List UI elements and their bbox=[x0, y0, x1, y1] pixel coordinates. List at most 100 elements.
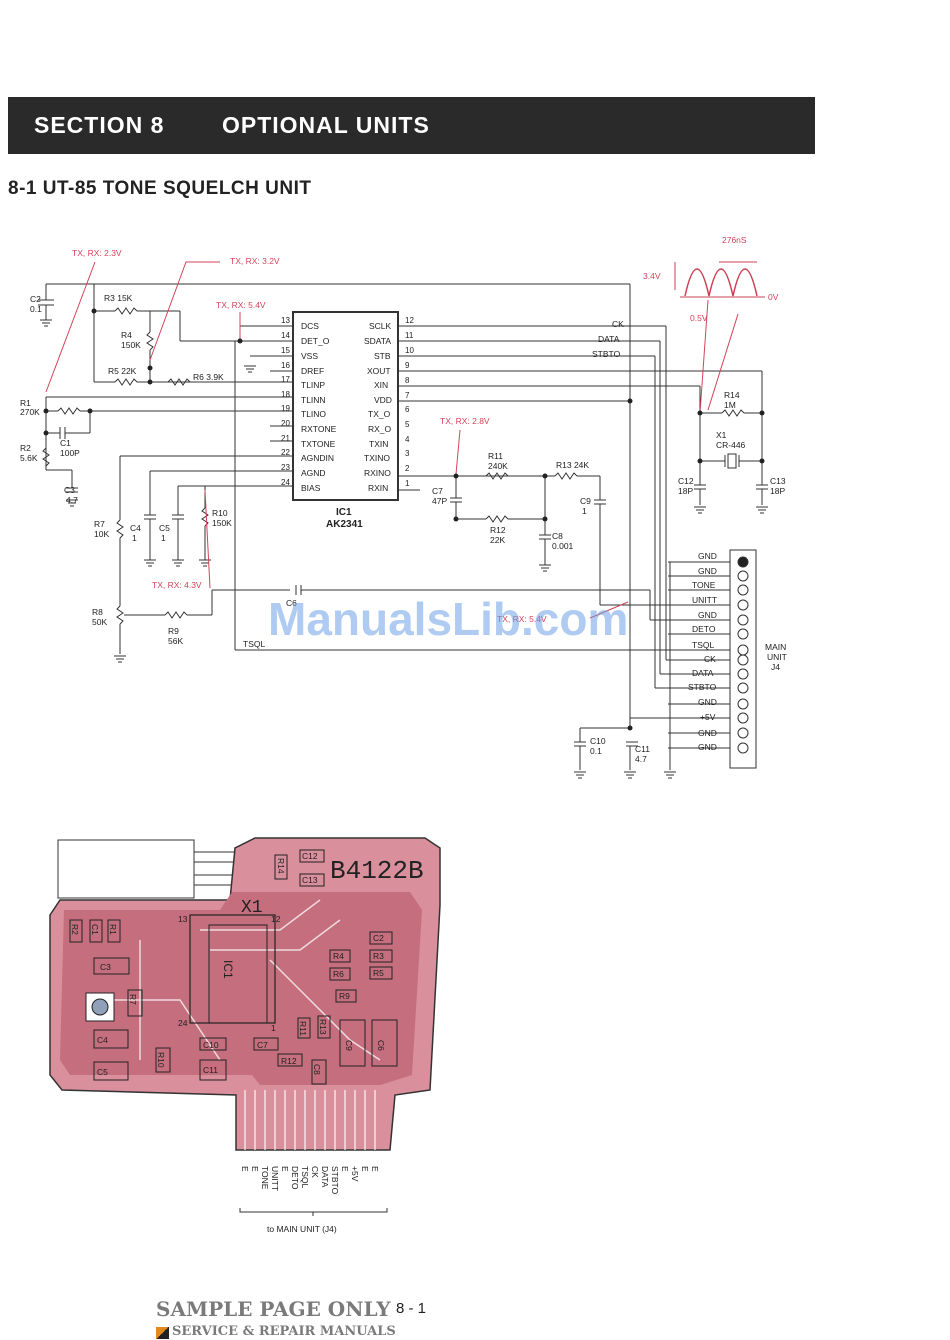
pcb-part-label: C11 bbox=[203, 1065, 218, 1075]
ic-pin-number: 11 bbox=[405, 331, 414, 340]
component-label: 0.1 bbox=[590, 746, 602, 756]
pcb-part-label: C12 bbox=[302, 851, 318, 861]
pcb-part-label: C8 bbox=[312, 1064, 322, 1075]
component-label: 47P bbox=[432, 496, 447, 506]
component-label: X1 bbox=[716, 430, 727, 440]
service-logo-icon bbox=[156, 1327, 169, 1339]
component-label: C5 bbox=[159, 523, 170, 533]
ic-pin-name: TXINO bbox=[364, 453, 390, 463]
component-label: 0.001 bbox=[552, 541, 574, 551]
component-label: 4.7 bbox=[635, 754, 647, 764]
voltage-note: TX, RX: 2.8V bbox=[440, 416, 490, 426]
component-label: R14 bbox=[724, 390, 740, 400]
component-label: 1 bbox=[132, 533, 137, 543]
pcb-part-label: C13 bbox=[302, 875, 318, 885]
component-label: R1 bbox=[20, 398, 31, 408]
pcb-edge-pin: UNITT bbox=[270, 1166, 280, 1191]
pcb-part-label: R3 bbox=[373, 951, 384, 961]
pcb-part-label: R2 bbox=[70, 924, 80, 935]
ic-pin-name: VSS bbox=[301, 351, 318, 361]
voltage-note: TX, RX: 2.3V bbox=[72, 248, 122, 258]
component-label: R8 bbox=[92, 607, 103, 617]
connector-pin-label: GND bbox=[698, 610, 717, 620]
pcb-edge-pin: TONE bbox=[260, 1166, 270, 1190]
component-label: 270K bbox=[20, 407, 40, 417]
pcb-part-label: R1 bbox=[108, 924, 118, 935]
pcb-edge-pin: DETO bbox=[290, 1166, 300, 1190]
ic-pin-number: 8 bbox=[405, 376, 410, 385]
pcb-part-label: C6 bbox=[376, 1040, 386, 1051]
ic-pin-number: 3 bbox=[405, 449, 410, 458]
waveform-period: 276nS bbox=[722, 235, 747, 245]
ic-pin-name: VDD bbox=[374, 395, 392, 405]
ic-pin-name: RXINO bbox=[364, 468, 391, 478]
pcb-part-label: R13 bbox=[318, 1019, 328, 1035]
component-label: R13 24K bbox=[556, 460, 589, 470]
component-label: R4 bbox=[121, 330, 132, 340]
component-label: 18P bbox=[770, 486, 785, 496]
pcb-part-label: R10 bbox=[156, 1052, 166, 1068]
pcb-part-label: C2 bbox=[373, 933, 384, 943]
ic-pin-number: 17 bbox=[281, 375, 290, 384]
ic-pin-name: TLINN bbox=[301, 395, 326, 405]
pcb-edge-pin: STBTO bbox=[330, 1166, 340, 1195]
component-label: 1M bbox=[724, 400, 736, 410]
voltage-note: TX, RX: 5.4V bbox=[216, 300, 266, 310]
pcb-edge-pin: E bbox=[360, 1166, 370, 1172]
pcb-edge-pin: E bbox=[370, 1166, 380, 1172]
component-label: 50K bbox=[92, 617, 107, 627]
ic-pin-number: 14 bbox=[281, 331, 290, 340]
pcb-to-main-label: to MAIN UNIT (J4) bbox=[267, 1224, 337, 1234]
pcb-edge-pin: TSQL bbox=[300, 1166, 310, 1188]
pcb-part-label: R9 bbox=[339, 991, 350, 1001]
signal-label: CK bbox=[612, 319, 624, 329]
ic-pin-number: 7 bbox=[405, 391, 410, 400]
connector-name: MAIN bbox=[765, 642, 786, 652]
ic-pin-number: 1 bbox=[405, 479, 410, 488]
component-label: C4 bbox=[130, 523, 141, 533]
component-label: C10 bbox=[590, 736, 606, 746]
component-label: C2 bbox=[30, 294, 41, 304]
pcb-ic-label: IC1 bbox=[221, 960, 235, 979]
ic-pin-number: 2 bbox=[405, 464, 410, 473]
pcb-part-label: R12 bbox=[281, 1056, 297, 1066]
component-label: C1 bbox=[60, 438, 71, 448]
pcb-crystal-label: X1 bbox=[241, 898, 263, 918]
pcb-ic-pin: 12 bbox=[271, 914, 281, 924]
component-label: C3 bbox=[64, 485, 75, 495]
component-label: R6 3.9K bbox=[193, 372, 224, 382]
ic-pin-name: BIAS bbox=[301, 483, 321, 493]
pcb-ic-pin: 13 bbox=[178, 914, 188, 924]
pcb-edge-pin: CK bbox=[310, 1166, 320, 1178]
connector-pin-label: GND bbox=[698, 551, 717, 561]
signal-label: TSQL bbox=[243, 639, 265, 649]
pcb-edge-pin: E bbox=[250, 1166, 260, 1172]
ic-pin-name: TX_O bbox=[368, 409, 391, 419]
waveform-amplitude: 3.4V bbox=[643, 271, 661, 281]
ic-pin-number: 18 bbox=[281, 390, 290, 399]
connector-pin-label: STBTO bbox=[688, 682, 717, 692]
component-label: 10K bbox=[94, 529, 109, 539]
connector-pin-label: TSQL bbox=[692, 640, 714, 650]
voltage-note: TX, RX: 5.4V bbox=[497, 614, 547, 624]
component-label: 5.6K bbox=[20, 453, 38, 463]
connector-pin-label: DATA bbox=[692, 668, 714, 678]
section-header-bar: SECTION 8 OPTIONAL UNITS bbox=[8, 97, 815, 154]
component-label: 240K bbox=[488, 461, 508, 471]
voltage-note: TX, RX: 4.3V bbox=[152, 580, 202, 590]
pcb-edge-pin: E bbox=[340, 1166, 350, 1172]
component-label: 100P bbox=[60, 448, 80, 458]
connector-pin-label: GND bbox=[698, 728, 717, 738]
component-label: C9 bbox=[580, 496, 591, 506]
connector-name: J4 bbox=[771, 662, 780, 672]
ic-pin-number: 21 bbox=[281, 434, 290, 443]
section-title: OPTIONAL UNITS bbox=[222, 112, 430, 138]
pcb-part-label: C5 bbox=[97, 1067, 108, 1077]
pcb-part-label: R5 bbox=[373, 968, 384, 978]
ic-pin-name: RXTONE bbox=[301, 424, 337, 434]
connector-name: UNIT bbox=[767, 652, 787, 662]
pcb-part-label: C3 bbox=[100, 962, 111, 972]
ic-pin-number: 5 bbox=[405, 420, 410, 429]
section-number: SECTION 8 bbox=[34, 112, 165, 138]
component-label: 22K bbox=[490, 535, 505, 545]
